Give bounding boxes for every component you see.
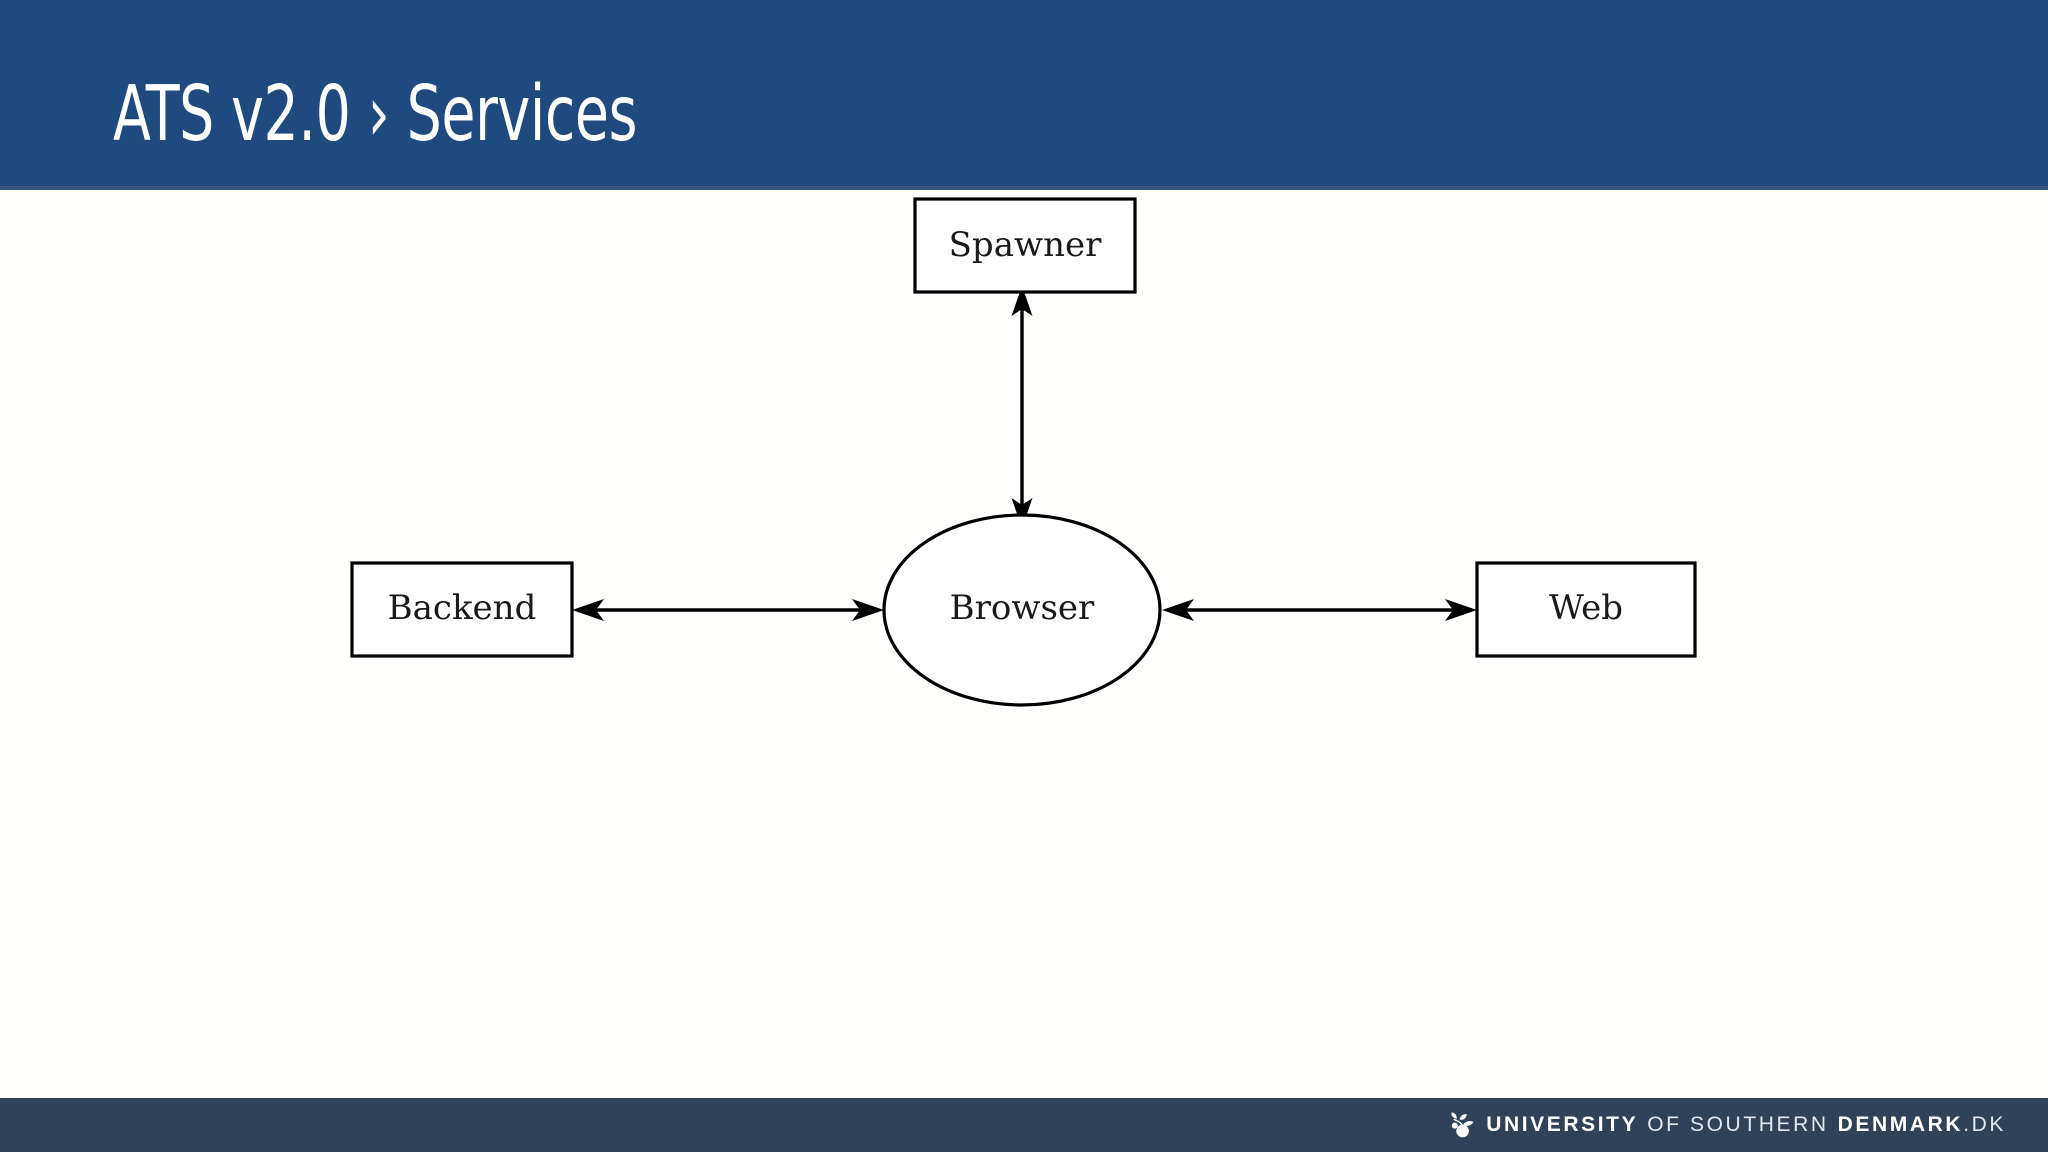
edge-browser-spawner xyxy=(1011,286,1033,528)
node-spawner-label: Spawner xyxy=(949,225,1102,265)
arrowhead-left xyxy=(572,599,604,621)
edge-backend-browser xyxy=(572,599,884,621)
page-title: ATS v2.0 › Services xyxy=(113,70,638,159)
services-architecture-diagram: Spawner Browser Backend Web xyxy=(350,197,1697,707)
edge-browser-web xyxy=(1162,599,1477,621)
wordmark-university: UNIVERSITY xyxy=(1486,1113,1639,1136)
wordmark-of-southern: OF SOUTHERN xyxy=(1647,1113,1829,1136)
slide-footer: UNIVERSITY OF SOUTHERN DENMARK .DK xyxy=(0,1098,2048,1152)
node-web[interactable]: Web xyxy=(1475,561,1697,658)
diagram-canvas: Spawner Browser Backend Web xyxy=(0,190,2048,1098)
footer-wordmark: UNIVERSITY OF SOUTHERN DENMARK .DK xyxy=(1486,1113,2006,1137)
node-backend[interactable]: Backend xyxy=(350,561,574,658)
node-backend-label: Backend xyxy=(388,588,537,628)
node-browser-label: Browser xyxy=(950,588,1095,628)
node-web-label: Web xyxy=(1549,588,1623,628)
node-browser[interactable]: Browser xyxy=(882,513,1162,707)
arrowhead-up xyxy=(1011,286,1033,316)
slide-header xyxy=(0,0,2048,190)
footer-branding: UNIVERSITY OF SOUTHERN DENMARK .DK xyxy=(1447,1098,2006,1152)
arrowhead-right xyxy=(852,599,884,621)
wordmark-denmark: DENMARK xyxy=(1837,1113,1964,1136)
node-spawner[interactable]: Spawner xyxy=(913,197,1137,294)
sdu-apple-leaf-logo-icon xyxy=(1451,1112,1474,1138)
wordmark-tld: .DK xyxy=(1963,1113,2006,1136)
arrowhead-right xyxy=(1445,599,1477,621)
arrowhead-down xyxy=(1011,498,1033,528)
header-bottom-rule xyxy=(0,186,2048,190)
arrowhead-left xyxy=(1162,599,1194,621)
